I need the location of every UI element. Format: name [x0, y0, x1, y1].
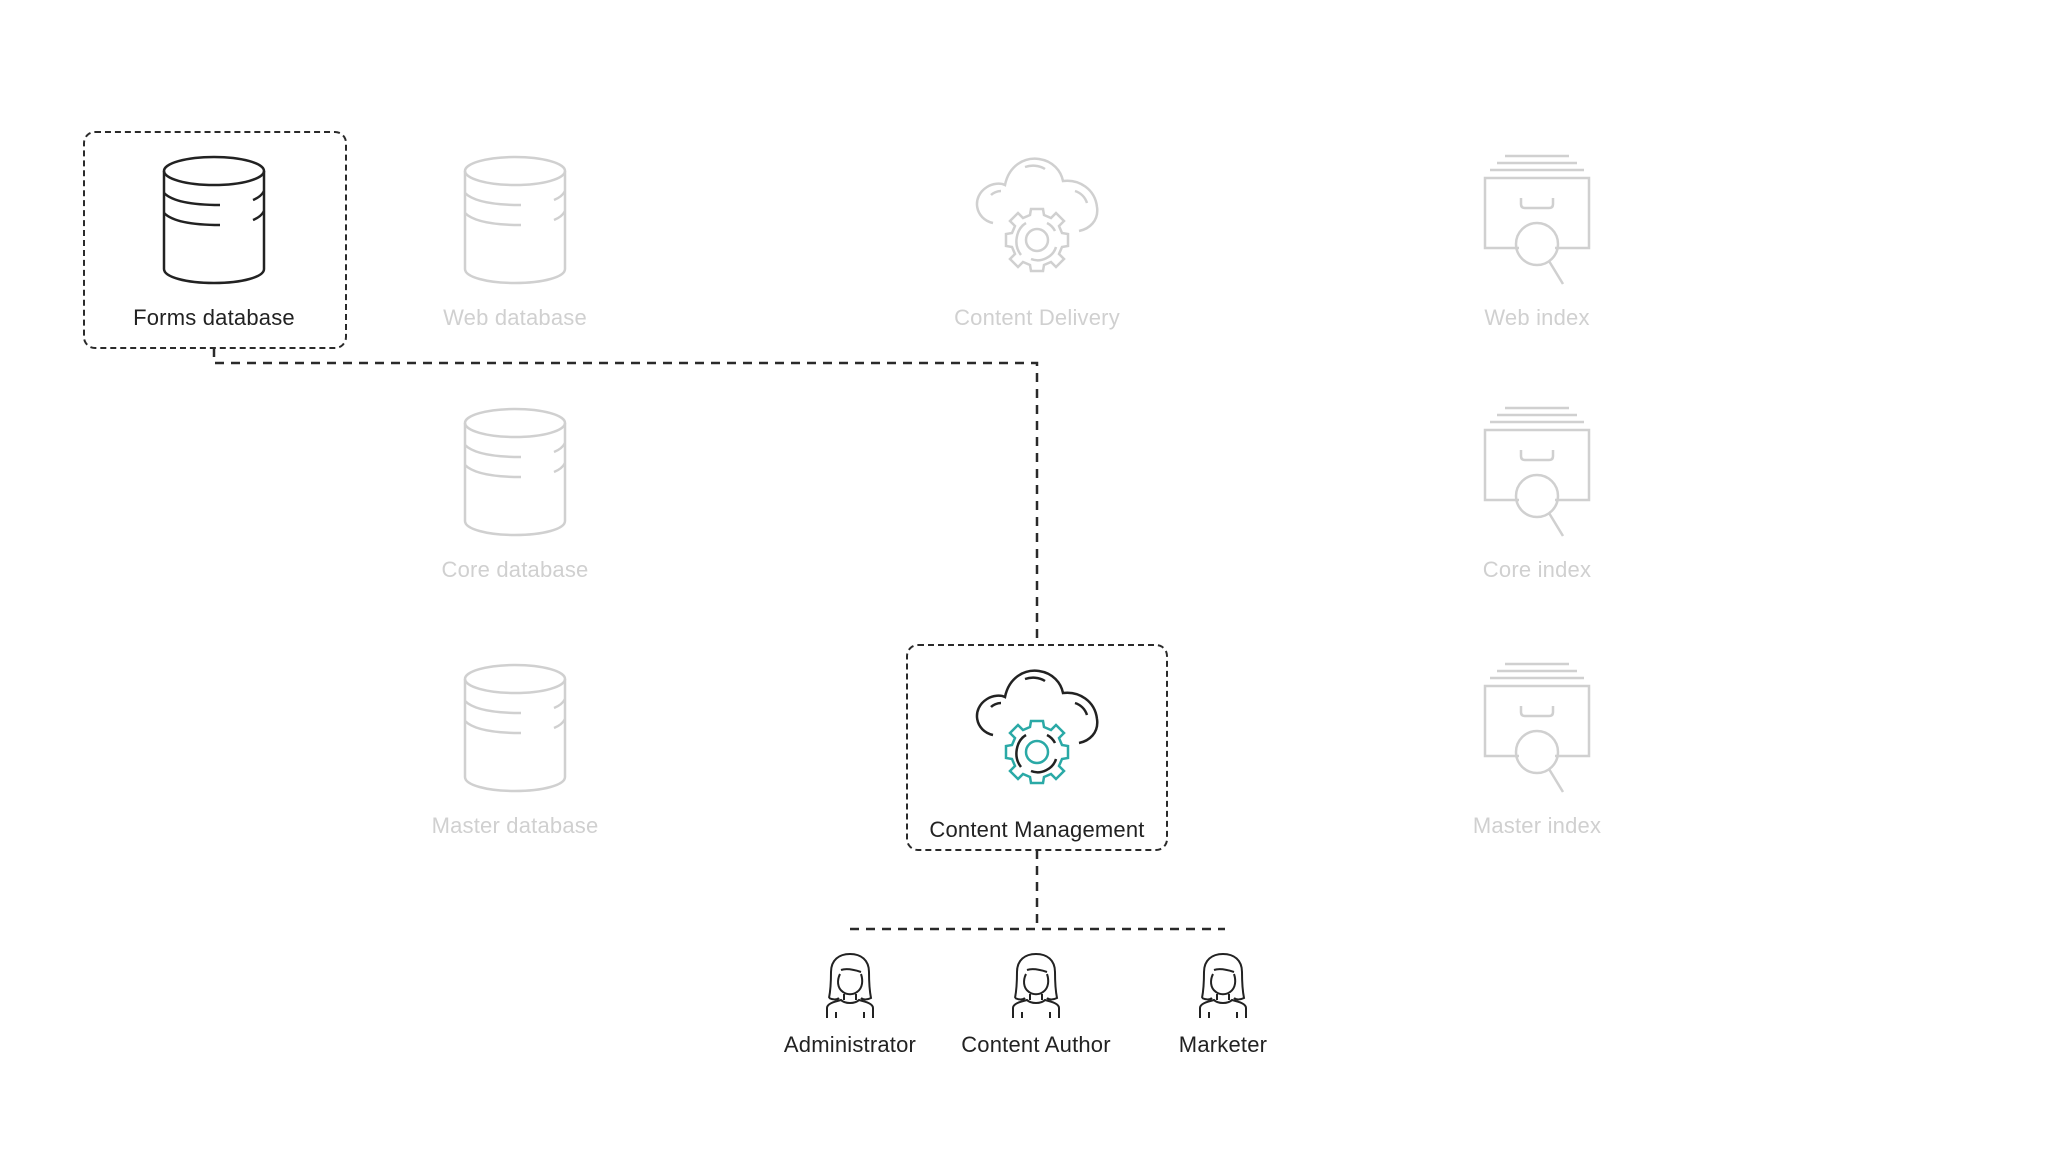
node-core-index[interactable]: Core index: [1407, 405, 1667, 583]
user-label: Administrator: [783, 1032, 917, 1057]
user-label: Content Author: [961, 1032, 1111, 1057]
user-administrator[interactable]: Administrator: [770, 952, 930, 1058]
node-content-management[interactable]: Content Management: [907, 665, 1167, 843]
node-forms-database[interactable]: Forms database: [84, 155, 344, 331]
node-web-index[interactable]: Web index: [1407, 153, 1667, 331]
user-icon: [1198, 952, 1248, 1018]
node-master-index[interactable]: Master index: [1407, 661, 1667, 839]
node-label: Core index: [1482, 557, 1592, 582]
content-management-selection-box: [906, 644, 1168, 851]
node-label: Master database: [431, 813, 599, 838]
node-core-database[interactable]: Core database: [385, 407, 645, 583]
search-index-icon: [1483, 661, 1591, 793]
user-label: Marketer: [1178, 1032, 1268, 1057]
user-content-author[interactable]: Content Author: [956, 952, 1116, 1058]
node-content-delivery[interactable]: Content Delivery: [907, 153, 1167, 331]
database-icon: [463, 155, 567, 285]
node-label: Content Management: [929, 817, 1145, 842]
node-label: Master index: [1472, 813, 1602, 838]
database-icon: [463, 663, 567, 793]
cloud-gear-icon: [975, 157, 1099, 273]
cloud-gear-icon: [975, 669, 1099, 785]
database-icon: [463, 407, 567, 537]
node-label: Forms database: [133, 305, 295, 330]
search-index-icon: [1483, 405, 1591, 537]
node-label: Web database: [443, 305, 587, 330]
node-label: Web index: [1484, 305, 1590, 330]
search-index-icon: [1483, 153, 1591, 285]
user-icon: [825, 952, 875, 1018]
user-marketer[interactable]: Marketer: [1143, 952, 1303, 1058]
database-icon: [162, 155, 266, 285]
node-label: Core database: [441, 557, 589, 582]
node-web-database[interactable]: Web database: [385, 155, 645, 331]
node-label: Content Delivery: [954, 305, 1120, 330]
node-master-database[interactable]: Master database: [385, 663, 645, 839]
forms-database-selection-box: [83, 131, 347, 349]
user-icon: [1011, 952, 1061, 1018]
